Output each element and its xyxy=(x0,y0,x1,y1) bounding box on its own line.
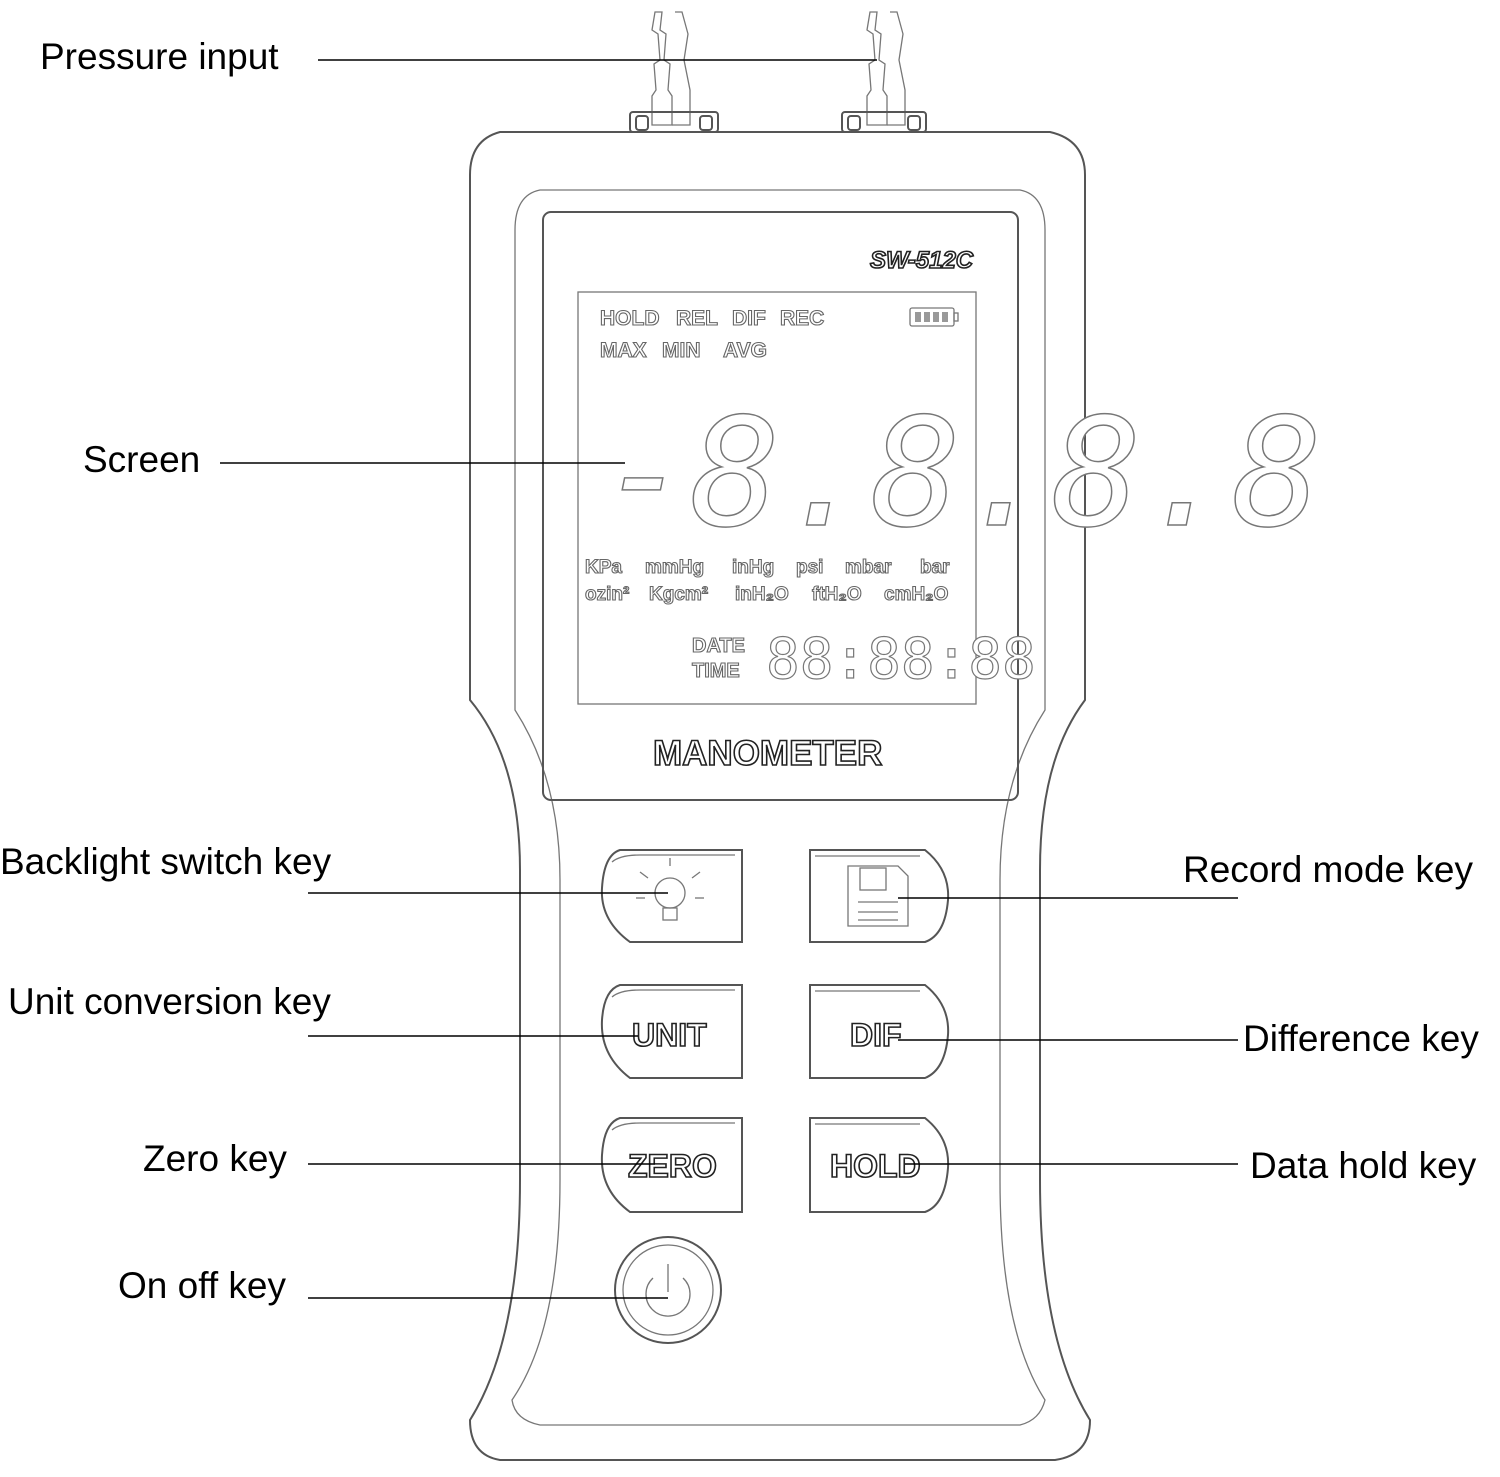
floppy-disk-icon xyxy=(847,865,909,927)
difference-key-label: Difference key xyxy=(1243,1018,1479,1059)
leader-lines xyxy=(220,59,1238,1299)
lcd-unit-mmhg: mmHg xyxy=(645,557,704,578)
lcd-unit-kpa: KPa xyxy=(585,557,622,578)
model-label: SW-512C xyxy=(870,247,974,274)
device-name-label: MANOMETER xyxy=(653,734,882,773)
lcd-unit-psi: psi xyxy=(796,557,823,578)
lcd-date-label: DATE xyxy=(692,635,745,657)
lcd-main-digits-text: -8.8.8.8 xyxy=(600,387,1322,561)
lcd-unit-inhg: inHg xyxy=(732,557,774,578)
lcd-time-label: TIME xyxy=(692,660,740,682)
lcd-rel-indicator: REL xyxy=(676,307,718,330)
lcd-dif-indicator: DIF xyxy=(732,307,766,330)
lcd-clock: DATE TIME 88:88:88 xyxy=(691,626,1036,692)
lcd-unit-kgcm: Kgcm² xyxy=(649,584,708,605)
backlight-key[interactable] xyxy=(600,849,743,943)
lcd-unit-inh2o: inH₂O xyxy=(735,584,789,605)
light-bulb-icon xyxy=(636,858,704,921)
unit-key-label: UNIT xyxy=(632,1017,707,1053)
zero-key-callout-label: Zero key xyxy=(143,1138,287,1179)
unit-conversion-key-label: Unit conversion key xyxy=(8,981,331,1022)
pressure-nozzles xyxy=(629,11,927,133)
screen-label: Screen xyxy=(83,439,200,480)
zero-key[interactable]: ZERO xyxy=(600,1117,743,1213)
lcd-unit-bar: bar xyxy=(920,557,950,578)
backlight-switch-key-label: Backlight switch key xyxy=(0,841,332,882)
lcd-unit-fth2o: ftH₂O xyxy=(812,584,862,605)
lcd-rec-indicator: REC xyxy=(780,307,824,330)
hold-key-label: HOLD xyxy=(830,1148,921,1184)
data-hold-key-label: Data hold key xyxy=(1250,1145,1477,1186)
battery-icon xyxy=(909,307,959,327)
lcd-unit-mbar: mbar xyxy=(845,557,892,578)
unit-key[interactable]: UNIT xyxy=(600,984,743,1079)
lcd-max-indicator: MAX xyxy=(600,339,647,362)
dif-key[interactable]: DIF xyxy=(809,984,950,1079)
hold-key[interactable]: HOLD xyxy=(809,1117,950,1213)
lcd-avg-indicator: AVG xyxy=(723,339,767,362)
power-icon xyxy=(645,1264,691,1317)
zero-key-label: ZERO xyxy=(628,1148,717,1184)
lcd-min-indicator: MIN xyxy=(662,339,701,362)
lcd-unit-ozin: ozin² xyxy=(585,584,629,605)
record-mode-key[interactable] xyxy=(809,849,950,943)
lcd-indicators: HOLD REL DIF REC MAX MIN AVG xyxy=(599,306,824,362)
lcd-units: KPa mmHg inHg psi mbar bar ozin² Kgcm² i… xyxy=(584,556,950,605)
pressure-input-label: Pressure input xyxy=(40,36,279,77)
device-body xyxy=(468,131,1092,1461)
lcd-clock-digits: 88:88:88 xyxy=(766,627,1036,692)
on-off-key-label: On off key xyxy=(118,1265,286,1306)
callout-labels: Pressure input Screen Backlight switch k… xyxy=(0,36,1479,1306)
on-off-key[interactable] xyxy=(614,1236,722,1344)
lcd-unit-cmh2o: cmH₂O xyxy=(884,584,948,605)
record-mode-key-label: Record mode key xyxy=(1183,849,1473,890)
lcd-main-digits: -8.8.8.8 xyxy=(599,386,1323,562)
dif-key-label: DIF xyxy=(850,1017,902,1053)
keypad: UNIT DIF ZERO HOLD xyxy=(600,849,950,1344)
lcd-screen: SW-512C HOLD REL DIF REC MAX MIN AVG -8.… xyxy=(542,211,1323,801)
lcd-hold-indicator: HOLD xyxy=(600,307,660,330)
